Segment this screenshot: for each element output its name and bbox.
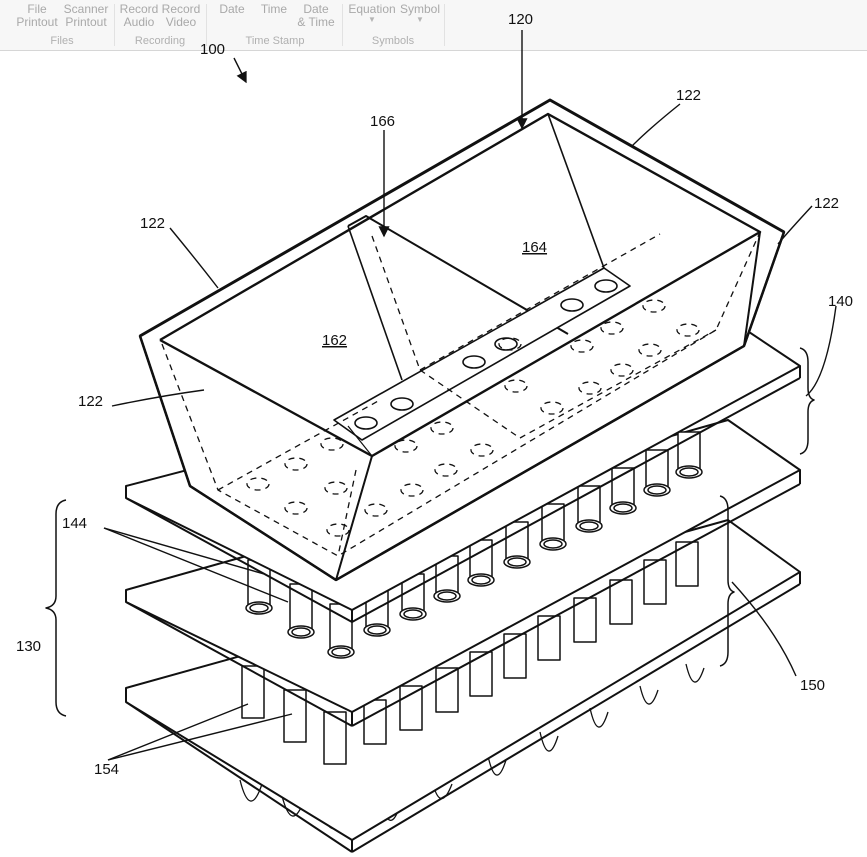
symbols-group-label: Symbols	[371, 35, 415, 47]
label-140: 140	[828, 293, 853, 310]
reference-labels: 100 120 122 122 122 122 166 164 162 140 …	[16, 11, 853, 778]
label-122-left: 122	[78, 393, 103, 410]
scanner-printout-label: Scanner Printout	[63, 2, 109, 29]
date-button[interactable]: Date	[212, 3, 252, 16]
group-divider	[114, 4, 115, 46]
label-120: 120	[508, 11, 533, 28]
label-122-top-right: 122	[676, 87, 701, 104]
record-video-label: Record Video	[161, 2, 201, 29]
record-video-button[interactable]: Record Video	[160, 3, 202, 29]
chevron-down-icon: ▼	[368, 15, 376, 24]
label-144: 144	[62, 515, 87, 532]
label-166: 166	[370, 113, 395, 130]
label-164: 164	[522, 239, 547, 256]
recording-group-label: Recording	[134, 35, 186, 47]
brackets	[45, 347, 815, 717]
symbol-button[interactable]: Symbol▼	[400, 3, 440, 24]
group-divider	[444, 4, 445, 46]
time-button[interactable]: Time	[254, 3, 294, 16]
files-group-label: Files	[50, 35, 74, 47]
file-printout-label: File Printout	[16, 2, 58, 29]
group-divider	[342, 4, 343, 46]
chevron-down-icon: ▼	[416, 15, 424, 24]
label-162: 162	[322, 332, 347, 349]
label-154: 154	[94, 761, 119, 778]
ribbon-toolbar: File Printout Scanner Printout Files Rec…	[0, 0, 867, 51]
file-printout-button[interactable]: File Printout	[14, 3, 60, 29]
record-audio-label: Record Audio	[119, 2, 159, 29]
date-and-time-label: Date & Time	[297, 2, 335, 29]
label-100: 100	[200, 41, 225, 58]
equation-button[interactable]: Equation▼	[346, 3, 398, 24]
leader-lines	[103, 30, 837, 761]
time-label: Time	[260, 2, 288, 16]
record-audio-button[interactable]: Record Audio	[118, 3, 160, 29]
date-and-time-button[interactable]: Date & Time	[294, 3, 338, 29]
date-label: Date	[219, 2, 245, 16]
label-122-right: 122	[814, 195, 839, 212]
lower-pin-array	[241, 541, 699, 765]
group-divider	[206, 4, 207, 46]
symbol-label: Symbol	[400, 2, 441, 16]
label-122-top-left: 122	[140, 215, 165, 232]
label-150: 150	[800, 677, 825, 694]
tray-housing	[138, 98, 786, 582]
equation-label: Equation	[348, 2, 396, 16]
label-130: 130	[16, 638, 41, 655]
scanner-printout-button[interactable]: Scanner Printout	[62, 3, 110, 29]
time-stamp-group-label: Time Stamp	[245, 35, 305, 47]
